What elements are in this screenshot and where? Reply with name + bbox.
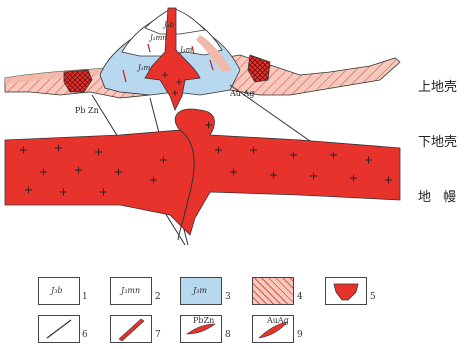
legend-num-9: 9 (297, 330, 303, 340)
legend-num-2: 2 (155, 292, 161, 302)
legend-box-3: J₃m (180, 277, 222, 305)
legend-text-1: J₃b (51, 286, 63, 295)
legend-text-2: J₃mn (121, 286, 140, 295)
legend-box-5 (325, 277, 367, 305)
legend-box-8: PbZn (180, 315, 222, 343)
legend-box-9: AuAg (252, 315, 294, 343)
label-mantle: 地 幔 (418, 186, 460, 205)
dike-symbol (111, 316, 151, 342)
legend-num-8: 8 (225, 330, 231, 340)
legend-box-2: J₃mn (110, 277, 152, 305)
legend-box-4 (252, 277, 294, 305)
legend-num-1: 1 (82, 292, 88, 302)
label-pbzn: Pb Zn (75, 106, 99, 115)
label-unit-top: J₃b (162, 21, 175, 29)
label-auag: Au Ag (229, 89, 254, 98)
legend-box-7 (110, 315, 152, 343)
legend-text-3: J₃m (193, 286, 207, 295)
mantle-intrusion-body (5, 109, 400, 235)
legend-num-6: 6 (82, 330, 88, 340)
legend-num-4: 4 (297, 292, 303, 302)
legend-num-3: 3 (225, 292, 231, 302)
intrusion-symbol (326, 278, 366, 304)
label-unit-mid2: J₃m (178, 46, 193, 54)
legend-box-1: J₃b (38, 277, 80, 305)
legend-text-9: AuAg (267, 316, 289, 325)
fault-symbol (39, 316, 79, 342)
label-unit-mid1: J₃mn (148, 34, 167, 42)
label-lower-crust: 下地壳 (418, 131, 457, 150)
label-unit-inner: J₃m (136, 64, 151, 72)
legend-num-7: 7 (155, 330, 161, 340)
legend-box-6 (38, 315, 80, 343)
legend-num-5: 5 (370, 292, 376, 302)
label-upper-crust: 上地壳 (418, 76, 457, 95)
legend-text-8: PbZn (193, 316, 214, 325)
